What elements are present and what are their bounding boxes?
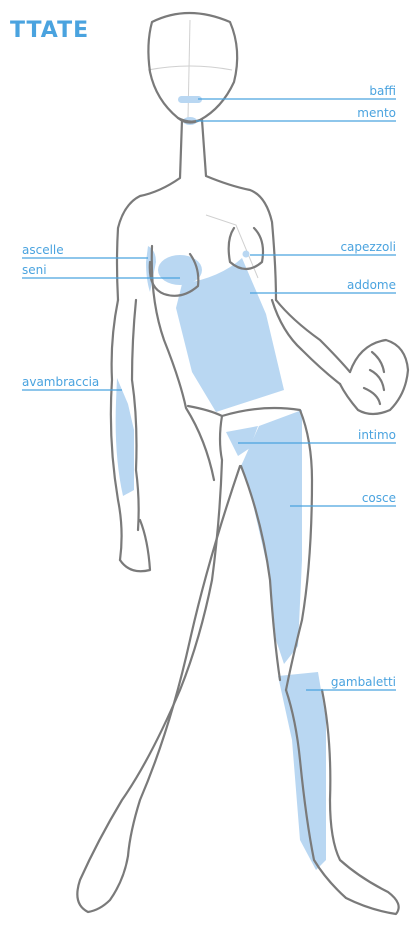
label-seni[interactable]: seni xyxy=(22,263,47,277)
label-avambraccia[interactable]: avambraccia xyxy=(22,375,99,389)
label-gambaletti[interactable]: gambaletti xyxy=(331,675,396,689)
zone-avambraccia xyxy=(116,378,134,496)
label-cosce[interactable]: cosce xyxy=(362,491,396,505)
label-mento[interactable]: mento xyxy=(357,106,396,120)
label-baffi[interactable]: baffi xyxy=(369,84,396,98)
zone-capezzoli xyxy=(243,251,250,258)
label-addome[interactable]: addome xyxy=(347,278,396,292)
zone-seni xyxy=(158,255,202,285)
zone-cosce xyxy=(241,410,302,664)
label-capezzoli[interactable]: capezzoli xyxy=(340,240,396,254)
label-ascelle[interactable]: ascelle xyxy=(22,243,64,257)
label-intimo[interactable]: intimo xyxy=(358,428,396,442)
